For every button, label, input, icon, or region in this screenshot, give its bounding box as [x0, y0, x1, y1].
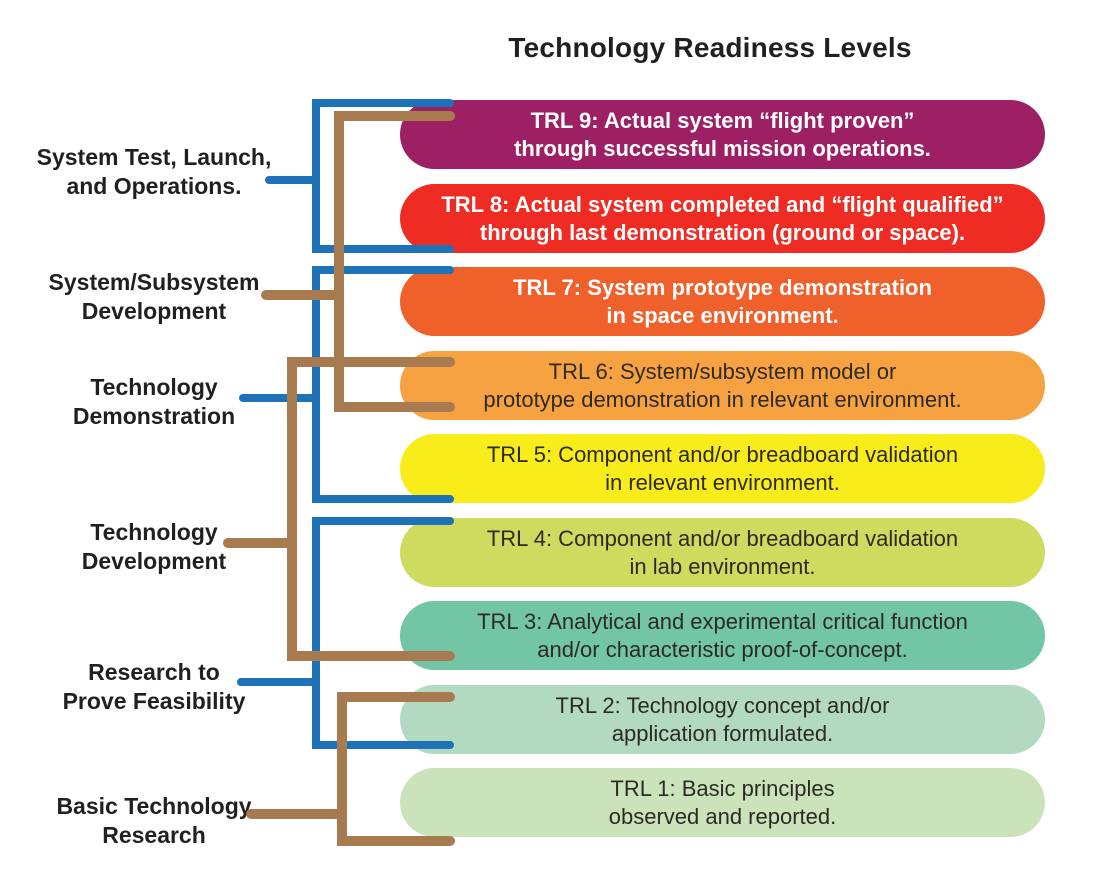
- phase-label-line: Demonstration: [72, 403, 236, 429]
- phase-label-basic-technology-research: Basic Technology Research: [10, 792, 298, 850]
- phase-label-line: Research: [102, 822, 206, 848]
- phase-label-line: System Test, Launch,: [36, 144, 272, 170]
- trl-8-text-line1: TRL 8: Actual system completed and “flig…: [441, 191, 1004, 217]
- trl-5-text-line1: TRL 5: Component and/or breadboard valid…: [486, 441, 959, 467]
- trl-9-text-line1: TRL 9: Actual system “flight proven”: [530, 107, 915, 133]
- trl-1-text-line2: observed and reported.: [608, 803, 837, 829]
- trl-3-text-line2: and/or characteristic proof-of-concept.: [537, 636, 908, 662]
- phase-label-line: System/Subsystem: [48, 269, 260, 295]
- trl-4-text-line2: in lab environment.: [629, 553, 816, 579]
- phase-label-line: Technology: [90, 374, 218, 400]
- phase-label-line: Development: [81, 298, 227, 324]
- phase-label-line: Technology: [90, 519, 218, 545]
- trl-7-text-line2: in space environment.: [606, 302, 839, 328]
- trl-3-bar: TRL 3: Analytical and experimental criti…: [400, 601, 1045, 670]
- trl-2-text-line2: application formulated.: [611, 720, 834, 746]
- phase-label-technology-demonstration: Technology Demonstration: [10, 373, 298, 431]
- phase-label-system-subsystem-development: System/Subsystem Development: [10, 268, 298, 326]
- trl-9-text-line2: through successful mission operations.: [514, 135, 931, 161]
- trl-8-text-line2: through last demonstration (ground or sp…: [479, 219, 966, 245]
- phase-label-line: Research to: [88, 659, 220, 685]
- trl-9-bar: TRL 9: Actual system “flight proven” thr…: [400, 100, 1045, 169]
- phase-label-system-test-launch-operations: System Test, Launch, and Operations.: [10, 143, 298, 201]
- trl-4-bar: TRL 4: Component and/or breadboard valid…: [400, 518, 1045, 587]
- trl-7-text-line1: TRL 7: System prototype demonstration: [513, 274, 932, 300]
- trl-1-text-line1: TRL 1: Basic principles: [610, 775, 835, 801]
- trl-1-bar: TRL 1: Basic principles observed and rep…: [400, 768, 1045, 837]
- trl-2-text-line1: TRL 2: Technology concept and/or: [555, 692, 890, 718]
- trl-6-bar: TRL 6: System/subsystem model or prototy…: [400, 351, 1045, 420]
- phase-label-line: Prove Feasibility: [62, 688, 246, 714]
- phase-label-technology-development: Technology Development: [10, 518, 298, 576]
- trl-6-text-line2: prototype demonstration in relevant envi…: [483, 386, 962, 412]
- trl-8-bar: TRL 8: Actual system completed and “flig…: [400, 184, 1045, 253]
- trl-2-bar: TRL 2: Technology concept and/or applica…: [400, 685, 1045, 754]
- phase-label-line: Basic Technology: [56, 793, 252, 819]
- phase-label-research-to-prove-feasibility: Research to Prove Feasibility: [10, 658, 298, 716]
- phase-label-line: and Operations.: [66, 173, 242, 199]
- trl-5-bar: TRL 5: Component and/or breadboard valid…: [400, 434, 1045, 503]
- trl-6-text-line1: TRL 6: System/subsystem model or: [548, 358, 897, 384]
- trl-7-bar: TRL 7: System prototype demonstration in…: [400, 267, 1045, 336]
- trl-5-text-line2: in relevant environment.: [605, 469, 840, 495]
- phase-label-line: Development: [81, 548, 227, 574]
- trl-4-text-line1: TRL 4: Component and/or breadboard valid…: [486, 525, 959, 551]
- trl-3-text-line1: TRL 3: Analytical and experimental criti…: [477, 608, 968, 634]
- page-title: Technology Readiness Levels: [508, 32, 912, 63]
